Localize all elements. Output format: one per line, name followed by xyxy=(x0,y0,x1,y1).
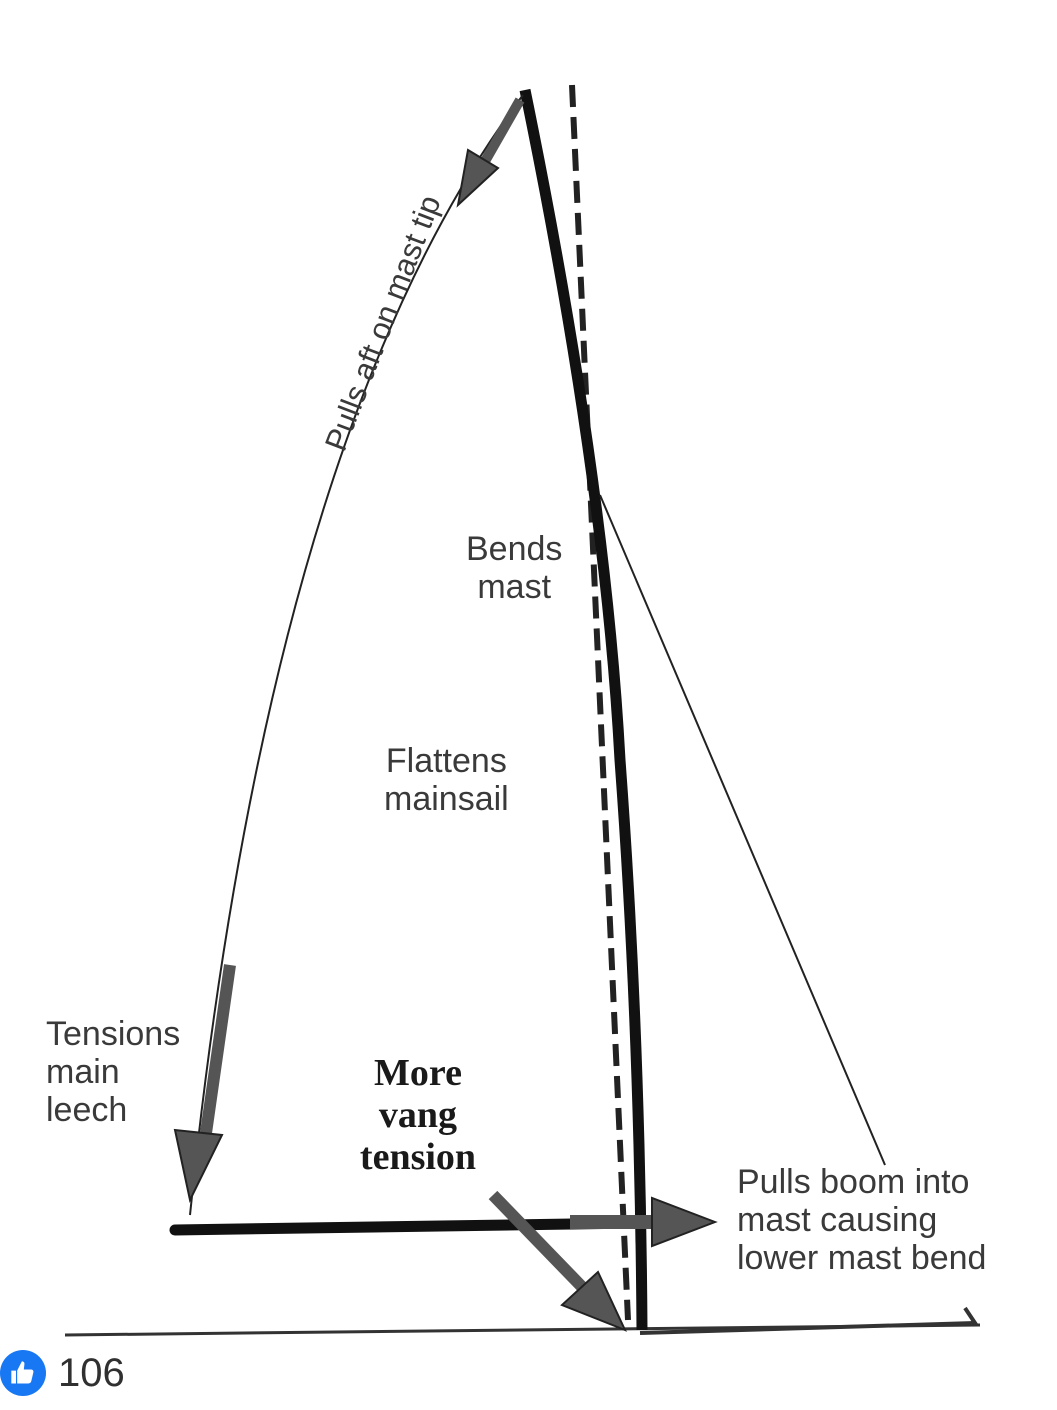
label-more-vang-tension: More vang tension xyxy=(340,1052,496,1178)
label-line: mast xyxy=(477,568,552,606)
forestay xyxy=(599,494,886,1166)
label-line: Tensions xyxy=(46,1015,181,1053)
label-line: leech xyxy=(46,1091,128,1129)
bent-mast xyxy=(519,88,648,1331)
label-line: More xyxy=(374,1052,462,1094)
label-bends-mast: Bends mast xyxy=(466,530,562,606)
label-flattens-mainsail: Flattens mainsail xyxy=(384,742,509,818)
label-line: Flattens xyxy=(385,742,507,780)
label-line: mainsail xyxy=(384,780,509,818)
label-line: lower mast bend xyxy=(737,1239,987,1277)
label-line: mast causing xyxy=(737,1201,938,1239)
label-line: tension xyxy=(359,1136,477,1178)
arrow-leech-icon xyxy=(173,964,236,1204)
arrow-vang-icon xyxy=(488,1190,627,1332)
label-tensions-leech: Tensions main leech xyxy=(46,1015,180,1129)
label-line: main xyxy=(46,1053,120,1091)
label-line: vang xyxy=(378,1094,458,1136)
straight-mast-reference xyxy=(569,84,631,1321)
label-line: Pulls boom into xyxy=(737,1163,970,1201)
label-line: Bends xyxy=(466,530,563,568)
reaction-bar: 106 xyxy=(0,1348,125,1398)
arrow-mast-tip-icon xyxy=(456,97,525,208)
boom xyxy=(169,1217,646,1236)
hull-edge xyxy=(639,1306,979,1335)
thumbs-up-icon[interactable] xyxy=(0,1350,46,1396)
mainsail-leech xyxy=(189,94,524,1216)
reaction-count[interactable]: 106 xyxy=(58,1350,125,1395)
arrow-boom-icon xyxy=(570,1196,718,1248)
label-pulls-boom: Pulls boom into mast causing lower mast … xyxy=(737,1163,986,1277)
